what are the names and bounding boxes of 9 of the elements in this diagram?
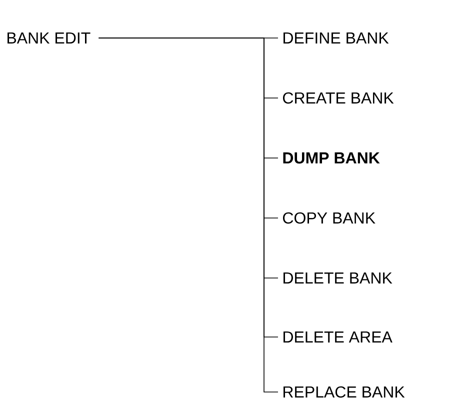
menu-item: REPLACE BANK <box>284 386 405 398</box>
tree-connector <box>98 38 278 392</box>
menu-item: DELETE BANK <box>284 272 392 284</box>
menu-item: BANK EDIT <box>8 32 90 44</box>
menu-item: DELETE AREA <box>284 331 392 342</box>
menu-item: DEFINE BANK <box>284 32 389 44</box>
menu-item: DUMP BANK <box>283 152 380 164</box>
menu-item: CREATE BANK <box>283 92 394 104</box>
menu-item: COPY BANK <box>283 212 376 224</box>
